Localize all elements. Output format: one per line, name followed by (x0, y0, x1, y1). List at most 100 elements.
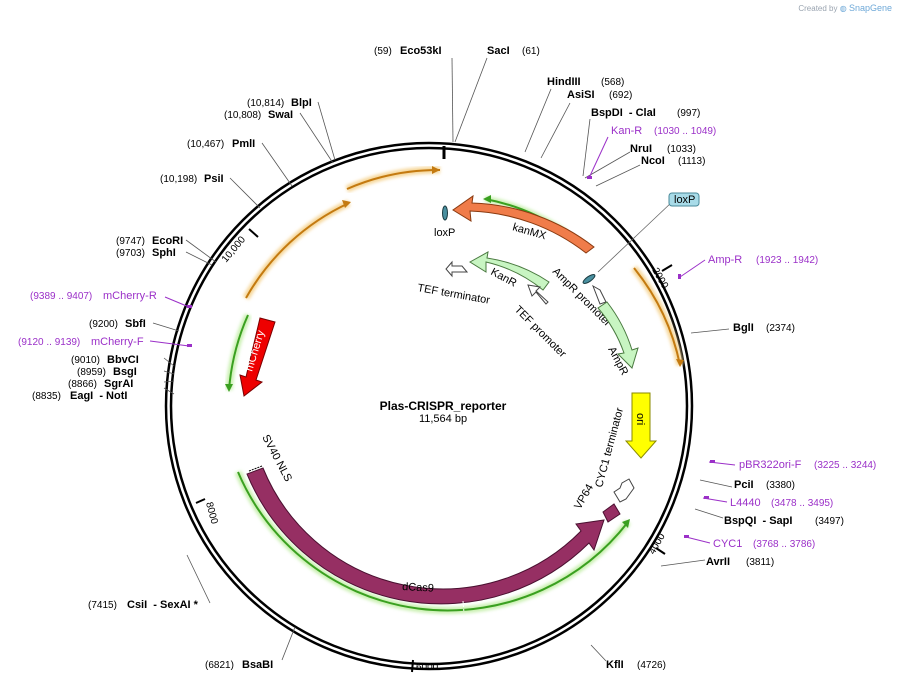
primer-tick-kanr (587, 176, 592, 179)
loxp-box (668, 192, 700, 207)
enzyme-name-bspdi-clai: BspDI - ClaI (591, 107, 656, 119)
enzyme-name-avrii: AvrII (706, 556, 730, 568)
outer-arc-left-green (225, 313, 252, 392)
enzyme-pos-saci: (61) (522, 46, 540, 57)
snapgene-logo-icon: ◍ (839, 4, 847, 13)
plasmid-name: Plas-CRISPR_reporter (380, 399, 507, 413)
enzyme-pos-hindiii: (568) (601, 77, 624, 88)
kanr-feature (469, 251, 550, 291)
enzyme-name-swai: SwaI (268, 109, 293, 121)
primer-range-mcherry-r: (9389 .. 9407) (30, 291, 92, 302)
enzyme-pos-nrui: (1033) (667, 144, 696, 155)
loxp-label-left: loxP (434, 227, 455, 239)
tick-label-8000: 8000 (203, 501, 219, 526)
snapgene-credit: Created by ◍ SnapGene (798, 3, 892, 13)
enzyme-name-bsgi: BsgI (113, 366, 137, 378)
enzyme-pos-swai: (10,808) (224, 110, 261, 121)
tick-10000 (248, 228, 259, 238)
primer-name-l4440: L4440 (730, 497, 761, 509)
vp64-label: VP64 (572, 482, 596, 511)
outer-arc-top (345, 166, 441, 193)
enzyme-pos-ncoi: (1113) (678, 156, 705, 167)
enzyme-name-eagi-noti: EagI - NotI (70, 390, 127, 402)
enzyme-name-ncoi: NcoI (641, 155, 665, 167)
enzyme-name-psii: PsiI (204, 173, 224, 185)
mcherry-feature (239, 317, 276, 397)
primer-name-amp-r: Amp-R (708, 254, 742, 266)
primer-range-mcherry-f: (9120 .. 9139) (18, 337, 80, 348)
credit-brand: SnapGene (848, 3, 892, 13)
primer-tick-ampr (678, 274, 681, 279)
ori-label: ori (634, 413, 646, 425)
enzyme-name-sbfi: SbfI (125, 318, 146, 330)
enzyme-pos-eco53ki: (59) (374, 46, 392, 57)
enzyme-name-bspqi-sapi: BspQI - SapI (724, 515, 792, 527)
enzyme-name-eco53ki: Eco53kI (400, 45, 442, 57)
backbone-inner (169, 146, 689, 666)
kanmx-feature (452, 194, 595, 254)
credit-prefix: Created by (798, 4, 838, 13)
enzyme-name-nrui: NruI (630, 143, 652, 155)
enzyme-pos-blpi: (10,814) (247, 98, 284, 109)
dcas9-feature (246, 467, 605, 605)
enzyme-name-pmli: PmlI (232, 138, 255, 150)
loxp-marker-right (582, 273, 596, 285)
primer-name-mcherry-f: mCherry-F (91, 336, 144, 348)
enzyme-pos-eagi-noti: (8835) (32, 391, 61, 402)
enzyme-name-csii-sexai: CsiI - SexAI * (127, 599, 199, 611)
loxp-box-label: loxP (674, 194, 695, 206)
enzyme-pos-sbfi: (9200) (89, 319, 118, 330)
enzyme-name-bbvci: BbvCI (107, 354, 139, 366)
tef-terminator-label: TEF terminator (416, 282, 491, 307)
primer-range-kan-r: (1030 .. 1049) (654, 126, 716, 137)
enzyme-name-sgrai: SgrAI (104, 378, 133, 390)
enzyme-name-saci: SacI (487, 45, 510, 57)
enzyme-pos-avrii: (3811) (746, 557, 774, 568)
enzyme-pos-bspqi-sapi: (3497) (815, 516, 844, 527)
enzyme-pos-kfli: (4726) (637, 660, 666, 671)
primer-range-cyc1: (3768 .. 3786) (753, 539, 815, 550)
dcas9-label: dCas9 (402, 581, 434, 595)
enzyme-pos-bsabi: (6821) (205, 660, 234, 671)
enzyme-name-pcii: PciI (734, 479, 754, 491)
ampr-promoter-feature (592, 284, 607, 305)
primer-name-pbr322ori-f: pBR322ori-F (739, 459, 802, 471)
tef-terminator-feature (445, 260, 469, 278)
tick-2000 (661, 264, 673, 272)
enzyme-pos-bbvci: (9010) (71, 355, 100, 366)
primer-name-cyc1: CYC1 (713, 538, 742, 550)
primer-range-amp-r: (1923 .. 1942) (756, 255, 818, 266)
primer-range-pbr322ori-f: (3225 .. 3244) (814, 460, 876, 471)
tick-8000 (195, 498, 206, 504)
enzyme-pos-bgli: (2374) (766, 323, 795, 334)
primer-tick-mcherry-r (187, 305, 192, 308)
enzyme-name-blpi: BlpI (291, 97, 312, 109)
enzyme-name-kfli: KflI (606, 659, 624, 671)
enzyme-name-sphi: SphI (152, 247, 176, 259)
outer-arc-right-orange (631, 265, 684, 367)
primer-range-l4440: (3478 .. 3495) (771, 498, 833, 509)
tef-promoter-label: TEF promoter (512, 304, 569, 361)
sv40-nls-feature (248, 465, 263, 472)
plasmid-size: 11,564 bp (419, 413, 467, 425)
vp64-feature (602, 503, 621, 523)
primer-name-kan-r: Kan-R (611, 125, 642, 137)
backbone-outer (164, 141, 694, 671)
tick-label-6000: 6000 (416, 662, 439, 673)
enzyme-pos-pmli: (10,467) (187, 139, 224, 150)
enzyme-pos-pcii: (3380) (766, 480, 795, 491)
outer-arc-upper-left (242, 199, 351, 300)
cyc1-terminator-label: CYC1 terminator (593, 406, 626, 489)
enzyme-pos-bsgi: (8959) (77, 367, 106, 378)
primer-tick-pbr322 (710, 460, 715, 463)
enzyme-name-ecori: EcoRI (152, 235, 183, 247)
tick-6000 (411, 659, 414, 673)
ori-feature (624, 392, 658, 459)
enzyme-pos-sgrai: (8866) (68, 379, 97, 390)
enzyme-pos-psii: (10,198) (160, 174, 197, 185)
primer-tick-cyc1 (684, 535, 689, 538)
enzyme-pos-ecori: (9747) (116, 236, 145, 247)
primer-tick-l4440 (704, 496, 709, 499)
tef-promoter-feature (527, 284, 549, 305)
